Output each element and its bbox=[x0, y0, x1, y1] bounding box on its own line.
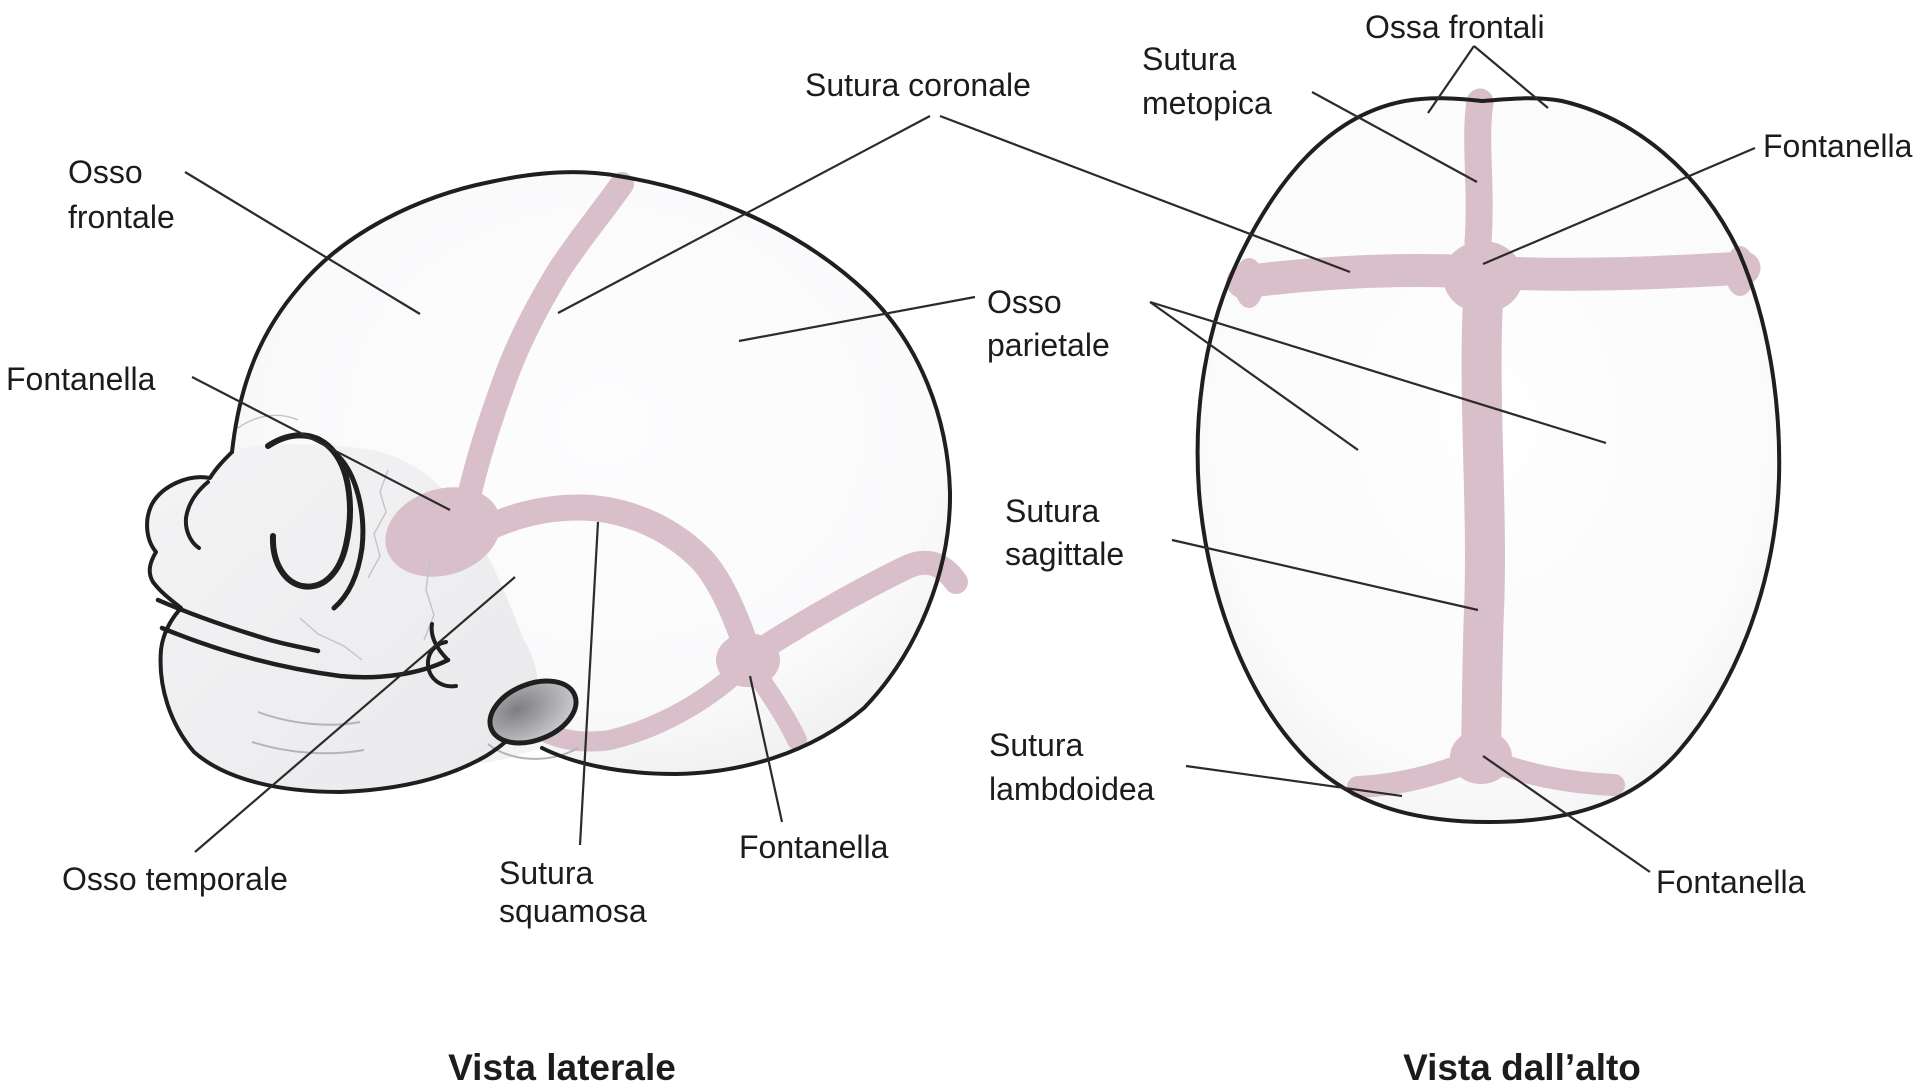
leader-ossa-frontali-left bbox=[1427, 45, 1475, 114]
top-skull-outline bbox=[1195, 96, 1782, 824]
orbit-outline bbox=[265, 432, 353, 590]
label-sutura-metopica-line2: metopica bbox=[1142, 85, 1272, 121]
lateral-view bbox=[145, 170, 968, 794]
leader-sutura-sagittale bbox=[1171, 538, 1479, 612]
label-osso-parietale-line2: parietale bbox=[987, 327, 1110, 363]
label-fontanella-left: Fontanella bbox=[6, 361, 156, 397]
coronal-left-flare bbox=[1234, 258, 1264, 308]
lateral-cranium-outline bbox=[230, 170, 953, 776]
face-profile-outline bbox=[145, 450, 538, 794]
mandible-top-line bbox=[159, 625, 451, 680]
label-fontanella-bottom: Fontanella bbox=[739, 829, 889, 865]
label-sutura-lambdoidea-line1: Sutura bbox=[989, 727, 1083, 763]
leader-sutura-squamosa bbox=[578, 521, 600, 846]
leader-fontanella-left bbox=[191, 376, 451, 511]
caption-vista-dallalto: Vista dall’alto bbox=[1403, 1047, 1641, 1088]
ear-canal-ring bbox=[487, 678, 579, 746]
leader-fontanella-bottom bbox=[748, 675, 784, 823]
anterior-fontanelle-blob bbox=[1443, 241, 1523, 313]
label-sutura-squamosa-line1: Sutura bbox=[499, 855, 593, 891]
leader-osso-parietale-left bbox=[738, 295, 976, 343]
leader-sutura-metopica bbox=[1311, 91, 1478, 183]
sagittal-suture bbox=[1461, 280, 1505, 770]
leader-osso-temporale bbox=[194, 576, 516, 853]
metopic-suture bbox=[1464, 88, 1494, 256]
coronal-right-flare bbox=[1725, 246, 1755, 296]
labels: Sutura coronale Osso frontale Fontanella… bbox=[6, 9, 1913, 1088]
label-ossa-frontali: Ossa frontali bbox=[1365, 9, 1545, 45]
sphenoid-fontanelle-blob bbox=[385, 487, 501, 577]
top-sutures bbox=[1226, 88, 1761, 798]
label-osso-temporale: Osso temporale bbox=[62, 861, 288, 897]
label-sutura-sagittale-line2: sagittale bbox=[1005, 536, 1124, 572]
top-view bbox=[1195, 88, 1782, 824]
leader-fontanella-bottom-right bbox=[1482, 755, 1651, 873]
label-osso-frontale-line2: frontale bbox=[68, 199, 175, 235]
label-fontanella-right: Fontanella bbox=[1763, 128, 1913, 164]
lambdoid-suture-upper bbox=[736, 550, 968, 670]
label-sutura-sagittale-line1: Sutura bbox=[1005, 493, 1099, 529]
mandible-ramus-line bbox=[429, 622, 450, 662]
leader-fontanella-right bbox=[1482, 146, 1756, 266]
label-fontanella-bottom-right: Fontanella bbox=[1656, 864, 1806, 900]
leader-osso-frontale bbox=[184, 171, 421, 315]
lambdoid-suture-top-right bbox=[1470, 746, 1625, 796]
caption-vista-laterale: Vista laterale bbox=[448, 1047, 676, 1088]
coronal-suture-lateral bbox=[458, 172, 634, 504]
lateral-sutures bbox=[385, 172, 968, 752]
zygomatic-outline bbox=[331, 453, 366, 611]
label-osso-frontale-line1: Osso bbox=[68, 154, 143, 190]
label-sutura-squamosa-line2: squamosa bbox=[499, 893, 647, 929]
squamosal-suture-lateral bbox=[449, 494, 763, 671]
leader-sutura-coronale-right bbox=[939, 114, 1351, 274]
condyle-hook bbox=[425, 640, 458, 689]
leader-osso-parietale-right2 bbox=[1149, 300, 1607, 445]
leader-lines bbox=[184, 45, 1756, 873]
label-osso-parietale-line1: Osso bbox=[987, 284, 1062, 320]
leader-ossa-frontali-right bbox=[1473, 45, 1549, 109]
label-sutura-coronale: Sutura coronale bbox=[805, 67, 1031, 103]
leader-osso-parietale-right1 bbox=[1149, 301, 1359, 451]
label-sutura-metopica-line1: Sutura bbox=[1142, 41, 1236, 77]
lambdoid-suture-lower-right bbox=[738, 652, 807, 750]
label-sutura-lambdoidea-line2: lambdoidea bbox=[989, 771, 1155, 807]
leader-sutura-lambdoidea bbox=[1185, 764, 1403, 798]
lambdoid-suture-top-left bbox=[1347, 746, 1492, 798]
maxilla-teeth-line bbox=[155, 597, 321, 654]
lateral-outlines bbox=[145, 170, 953, 794]
nasal-inner-line bbox=[183, 480, 210, 550]
lateral-bone-cracks bbox=[237, 414, 579, 760]
leader-sutura-coronale-left bbox=[557, 115, 931, 314]
